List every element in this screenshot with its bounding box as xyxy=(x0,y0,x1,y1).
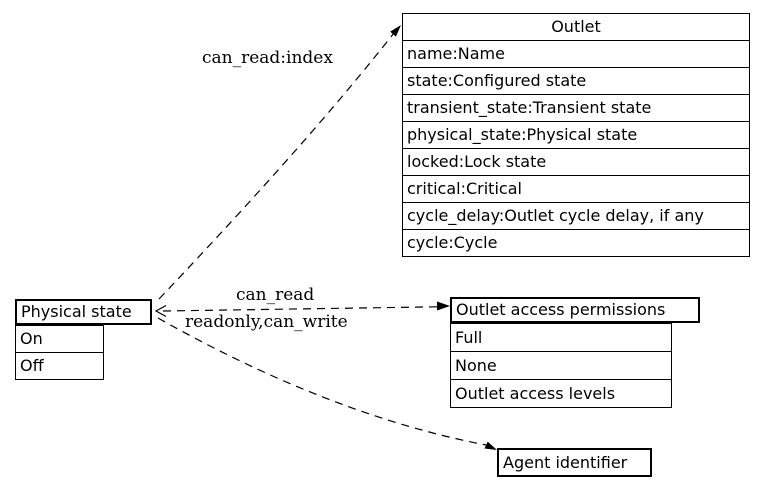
arrowhead-physical-state-icon xyxy=(154,304,167,318)
edge-label-readonly-can-write: readonly,can_write xyxy=(185,312,348,332)
outlet-row-locked: locked:Lock state xyxy=(403,149,749,176)
edge-label-can-read-index: can_read:index xyxy=(202,48,333,68)
arrowhead-agent-icon xyxy=(484,441,497,450)
arrowhead-outlet-access-icon xyxy=(437,301,450,311)
edge-label-can-read: can_read xyxy=(236,285,315,305)
agent-identifier-node: Agent identifier xyxy=(497,448,652,477)
outlet-node-title: Outlet xyxy=(403,14,749,41)
outlet-row-critical: critical:Critical xyxy=(403,176,749,203)
outlet-row-transient-state: transient_state:Transient state xyxy=(403,95,749,122)
outlet-row-physical-state: physical_state:Physical state xyxy=(403,122,749,149)
edge-can-read-line xyxy=(162,306,439,312)
arrowhead-outlet-icon xyxy=(390,25,401,37)
physical-state-row-off: Off xyxy=(16,353,103,379)
outlet-node: Outlet name:Name state:Configured state … xyxy=(402,13,750,257)
edge-agent-line xyxy=(157,317,487,446)
outlet-row-cycle: cycle:Cycle xyxy=(403,230,749,256)
outlet-row-state: state:Configured state xyxy=(403,68,749,95)
outlet-access-row-levels: Outlet access levels xyxy=(451,380,671,407)
outlet-access-row-full: Full xyxy=(451,324,671,352)
outlet-access-permissions-node-title: Outlet access permissions xyxy=(450,297,700,323)
physical-state-node-title: Physical state xyxy=(15,299,152,325)
outlet-access-row-none: None xyxy=(451,352,671,380)
physical-state-node-rows: On Off xyxy=(15,325,104,380)
edge-can-read-index-line xyxy=(158,32,395,300)
physical-state-row-on: On xyxy=(16,326,103,353)
outlet-row-name: name:Name xyxy=(403,41,749,68)
outlet-row-cycle-delay: cycle_delay:Outlet cycle delay, if any xyxy=(403,203,749,230)
outlet-access-permissions-node-rows: Full None Outlet access levels xyxy=(450,323,672,408)
